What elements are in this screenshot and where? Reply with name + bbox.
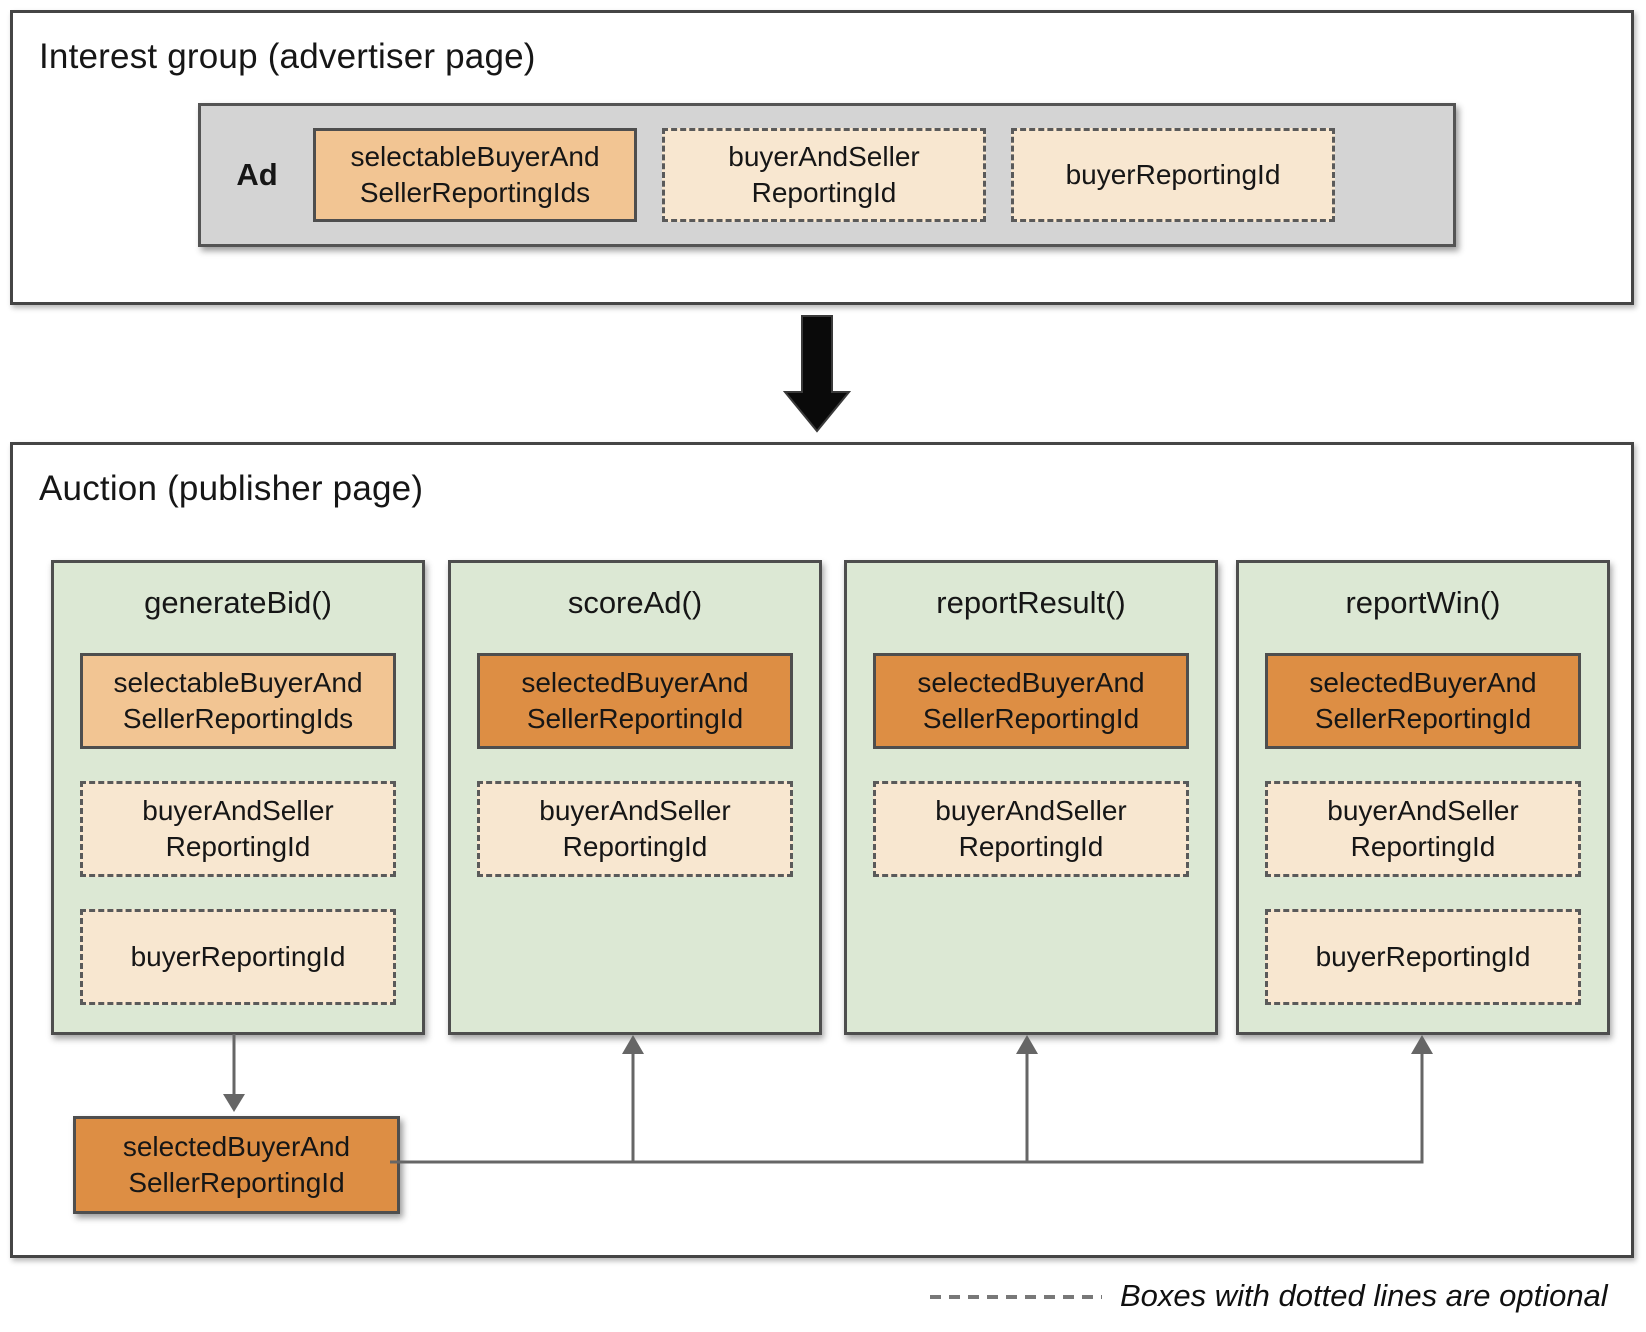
ad-container: Ad selectableBuyerAnd SellerReportingIds… (198, 103, 1456, 247)
auction-title: Auction (publisher page) (39, 469, 424, 508)
box-label: buyerReportingId (130, 941, 346, 973)
selected-buyer-and-seller-reporting-id-box: selectedBuyerAnd SellerReportingId (477, 653, 793, 749)
selected-buyer-and-seller-reporting-id-box: selectedBuyerAnd SellerReportingId (873, 653, 1189, 749)
buyer-reporting-id-box: buyerReportingId (1011, 128, 1335, 222)
interest-group-title: Interest group (advertiser page) (39, 37, 536, 76)
box-label: buyerAndSeller ReportingId (1327, 795, 1519, 862)
box-label: buyerAndSeller ReportingId (935, 795, 1127, 862)
box-label: selectableBuyerAnd SellerReportingIds (113, 667, 363, 734)
box-label: buyerReportingId (1065, 159, 1281, 191)
legend-text: Boxes with dotted lines are optional (1120, 1278, 1608, 1313)
big-down-arrow-icon (782, 315, 852, 433)
box-label: buyerAndSeller ReportingId (539, 795, 731, 862)
selected-buyer-and-seller-reporting-id-box: selectedBuyerAnd SellerReportingId (1265, 653, 1581, 749)
box-label: buyerReportingId (1315, 941, 1531, 973)
auction-section: Auction (publisher page) generateBid() s… (10, 442, 1634, 1258)
box-label: selectableBuyerAnd SellerReportingIds (350, 141, 600, 208)
interest-group-section: Interest group (advertiser page) Ad sele… (10, 10, 1634, 305)
selectable-buyer-and-seller-reporting-ids-box: selectableBuyerAnd SellerReportingIds (80, 653, 396, 749)
function-title: reportWin() (1345, 585, 1501, 620)
buyer-reporting-id-box: buyerReportingId (80, 909, 396, 1005)
function-title: generateBid() (144, 585, 332, 620)
box-label: selectedBuyerAnd SellerReportingId (122, 1131, 351, 1198)
report-win-column: reportWin() selectedBuyerAnd SellerRepor… (1236, 560, 1610, 1035)
buyer-and-seller-reporting-id-box: buyerAndSeller ReportingId (477, 781, 793, 877)
buyer-and-seller-reporting-id-box: buyerAndSeller ReportingId (1265, 781, 1581, 877)
function-title: reportResult() (936, 585, 1126, 620)
buyer-reporting-id-box: buyerReportingId (1265, 909, 1581, 1005)
box-label: buyerAndSeller ReportingId (142, 795, 334, 862)
ad-label: Ad (236, 157, 278, 192)
function-title: scoreAd() (567, 585, 703, 620)
box-label: buyerAndSeller ReportingId (728, 141, 920, 208)
score-ad-column: scoreAd() selectedBuyerAnd SellerReporti… (448, 560, 822, 1035)
box-label: selectedBuyerAnd SellerReportingId (1309, 667, 1537, 734)
generate-bid-column: generateBid() selectableBuyerAnd SellerR… (51, 560, 425, 1035)
selectable-buyer-and-seller-reporting-ids-box: selectableBuyerAnd SellerReportingIds (313, 128, 637, 222)
buyer-and-seller-reporting-id-box: buyerAndSeller ReportingId (662, 128, 986, 222)
buyer-and-seller-reporting-id-box: buyerAndSeller ReportingId (80, 781, 396, 877)
selected-buyer-and-seller-reporting-id-output-box: selectedBuyerAnd SellerReportingId (73, 1116, 400, 1214)
buyer-and-seller-reporting-id-box: buyerAndSeller ReportingId (873, 781, 1189, 877)
box-label: selectedBuyerAnd SellerReportingId (917, 667, 1145, 734)
box-label: selectedBuyerAnd SellerReportingId (521, 667, 749, 734)
report-result-column: reportResult() selectedBuyerAnd SellerRe… (844, 560, 1218, 1035)
